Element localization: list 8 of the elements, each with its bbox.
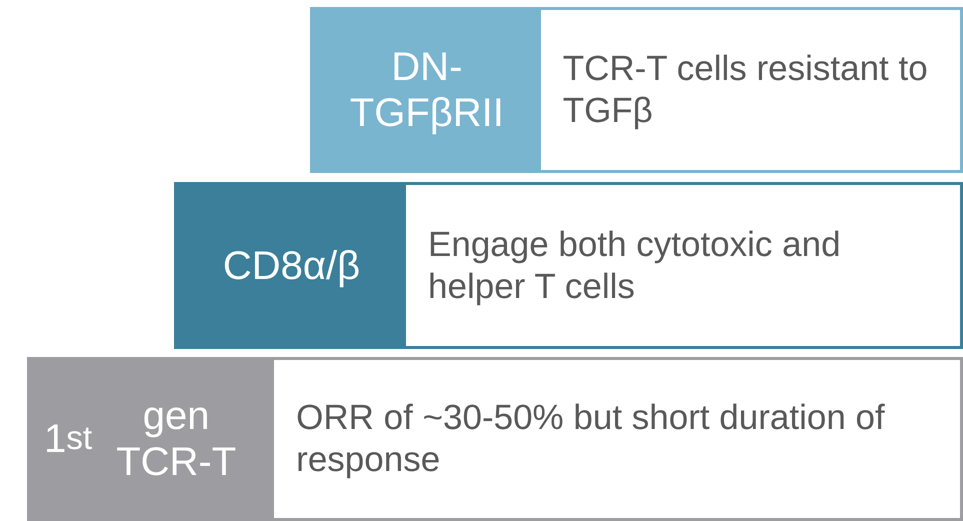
description-text: TCR-T cells resistant to TGFβ — [562, 48, 929, 132]
category-label: CD8α/β — [177, 185, 406, 346]
description-text: Engage both cytotoxic and helper T cells — [428, 224, 842, 308]
feature-row-panel — [310, 7, 963, 173]
feature-row-panel — [174, 182, 963, 349]
feature-row-panel — [27, 357, 963, 521]
category-label: DN-TGFβRII — [313, 10, 541, 170]
description-text: ORR of ~30-50% but short duration of response — [296, 397, 886, 481]
